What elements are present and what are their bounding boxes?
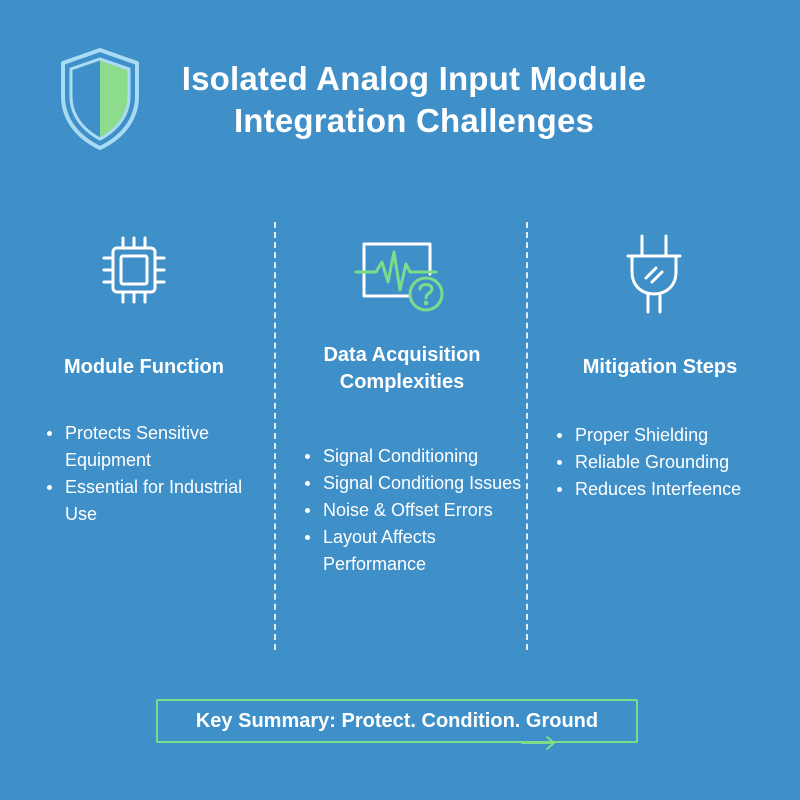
- list-item: Proper Shielding: [557, 422, 787, 449]
- key-summary-text: Key Summary: Protect. Condition. Ground: [195, 710, 599, 732]
- column-title-data-acquisition: Data Acquisition Complexities: [290, 342, 514, 396]
- arrow-right-icon: [521, 736, 555, 750]
- column-title-line1: Data Acquisition: [323, 344, 481, 366]
- page-title: Isolated Analog Input Module Integration…: [160, 58, 668, 142]
- page-title-line2: Integration Challenges: [233, 102, 595, 139]
- list-item: Reduces Interfeence: [557, 476, 787, 503]
- column-title-line2: Complexities: [339, 371, 465, 393]
- list-item: Signal Conditiong Issues: [305, 470, 545, 497]
- module-function-list: Protects Sensitive Equipment Essential f…: [47, 420, 257, 528]
- microchip-icon: [102, 236, 166, 304]
- column-title-mitigation-steps: Mitigation Steps: [582, 356, 738, 378]
- page-title-line1: Isolated Analog Input Module: [181, 60, 647, 97]
- data-acquisition-list: Signal Conditioning Signal Conditiong Is…: [305, 443, 545, 578]
- key-summary-box: Key Summary: Protect. Condition. Ground: [156, 699, 638, 743]
- list-item: Protects Sensitive Equipment: [47, 420, 257, 474]
- list-item: Reliable Grounding: [557, 449, 787, 476]
- header: Isolated Analog Input Module Integration…: [0, 0, 800, 180]
- waveform-question-icon: [354, 242, 444, 312]
- column-divider-2: [526, 222, 528, 650]
- mitigation-steps-list: Proper Shielding Reliable Grounding Redu…: [557, 422, 787, 503]
- list-item: Signal Conditioning: [305, 443, 545, 470]
- list-item: Layout Affects Performance: [305, 524, 473, 578]
- column-title-module-function: Module Function: [64, 356, 224, 378]
- list-item: Noise & Offset Errors: [305, 497, 545, 524]
- shield-icon: [61, 48, 139, 150]
- list-item: Essential for Industrial Use: [47, 474, 257, 528]
- column-divider-1: [274, 222, 276, 650]
- power-plug-icon: [626, 234, 682, 314]
